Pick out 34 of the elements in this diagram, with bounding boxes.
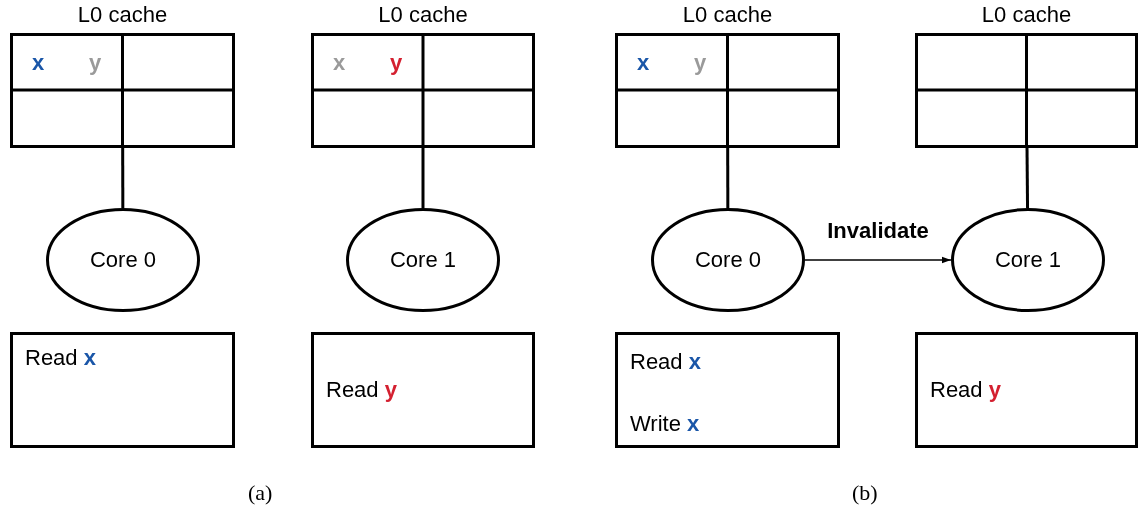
connector-line — [421, 148, 425, 208]
operation-text: Read x — [25, 345, 97, 371]
connector-line — [726, 148, 730, 208]
cache-entry: y — [694, 50, 707, 76]
operation-text: Write x — [630, 411, 701, 437]
operation-text: Read y — [930, 377, 1002, 403]
panel-label: (b) — [852, 480, 878, 506]
cache-entry: y — [89, 50, 102, 76]
connector-line — [121, 148, 125, 208]
operation-box — [10, 332, 235, 448]
arrow — [804, 256, 952, 264]
core-ellipse — [46, 208, 200, 312]
cache-entry: y — [390, 50, 403, 76]
core-ellipse — [346, 208, 500, 312]
core-label: Core 0 — [89, 247, 156, 273]
cache-title: L0 cache — [681, 2, 774, 28]
panel-label: (a) — [248, 480, 273, 506]
cache-title: L0 cache — [76, 2, 169, 28]
operation-box — [311, 332, 535, 448]
operation-text: Read x — [630, 349, 702, 375]
operation-text: Read y — [326, 377, 398, 403]
connector-line — [1025, 148, 1030, 208]
core-label: Core 1 — [994, 247, 1061, 273]
operation-box — [915, 332, 1138, 448]
cache-title: L0 cache — [980, 2, 1073, 28]
core-label: Core 1 — [389, 247, 456, 273]
cache-title: L0 cache — [377, 2, 469, 28]
core-ellipse — [951, 208, 1105, 312]
operation-box — [615, 332, 840, 448]
cache-entry: x — [637, 50, 650, 76]
cache-entry: x — [32, 50, 45, 76]
core-ellipse — [651, 208, 805, 312]
cache-entry: x — [333, 50, 346, 76]
core-label: Core 0 — [694, 247, 761, 273]
